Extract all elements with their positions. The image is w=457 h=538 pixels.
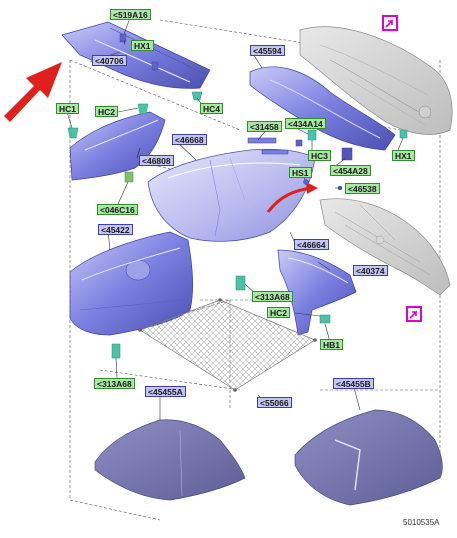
callout-hc3: HC3 <box>308 150 332 161</box>
callout-55066: <55066 <box>257 397 292 408</box>
callout-40374: <40374 <box>353 265 388 276</box>
callout-hs1: HS1 <box>289 167 312 178</box>
figure-id: 5010535A <box>403 518 440 527</box>
trunk-lid <box>299 26 453 135</box>
callout-046C16: <046C16 <box>97 204 138 215</box>
callout-hc4: HC4 <box>200 103 224 114</box>
callout-434A14: <434A14 <box>285 118 326 129</box>
red-arrow-icon <box>4 62 62 122</box>
callout-313A68-left: <313A68 <box>94 378 135 389</box>
cargo-net <box>138 298 317 392</box>
callout-313A68-mid: <313A68 <box>252 291 293 302</box>
reference-arrow-icon <box>382 15 398 31</box>
callout-hc2-mid: HC2 <box>267 307 291 318</box>
callout-31458: <31458 <box>247 121 282 132</box>
callout-519A16: <519A16 <box>110 9 151 20</box>
callout-hx1-right: HX1 <box>392 150 415 161</box>
rear-panel <box>319 198 451 296</box>
left-quarter-trim-upper <box>69 111 166 181</box>
callout-45422: <45422 <box>98 224 133 235</box>
callout-hc1-left: HC1 <box>56 103 80 114</box>
callout-454A28: <454A28 <box>330 165 371 176</box>
right-quarter-trim-upper <box>249 66 396 161</box>
left-quarter-trim-lower <box>69 231 193 336</box>
callout-45455B: <45455B <box>333 378 374 389</box>
package-tray-trim <box>61 21 211 89</box>
callout-45594: <45594 <box>250 45 285 56</box>
reference-arrow-icon-lower <box>406 306 422 322</box>
callout-46664: <46664 <box>294 239 329 250</box>
callout-46538: <46538 <box>345 183 380 194</box>
callout-hc2-top: HC2 <box>95 106 119 117</box>
floor-mat-right <box>294 409 443 506</box>
callout-hb1: HB1 <box>320 339 344 350</box>
load-floor-cover <box>147 137 316 242</box>
callout-46668: <46668 <box>172 134 207 145</box>
callout-45455A: <45455A <box>145 386 186 397</box>
floor-mat-left <box>94 419 246 501</box>
callout-46808: <46808 <box>139 155 174 166</box>
fasteners <box>67 33 408 359</box>
callout-40706: <40706 <box>92 55 127 66</box>
pointer-arrow-head <box>306 182 318 194</box>
callout-hx1-top: HX1 <box>131 40 154 51</box>
